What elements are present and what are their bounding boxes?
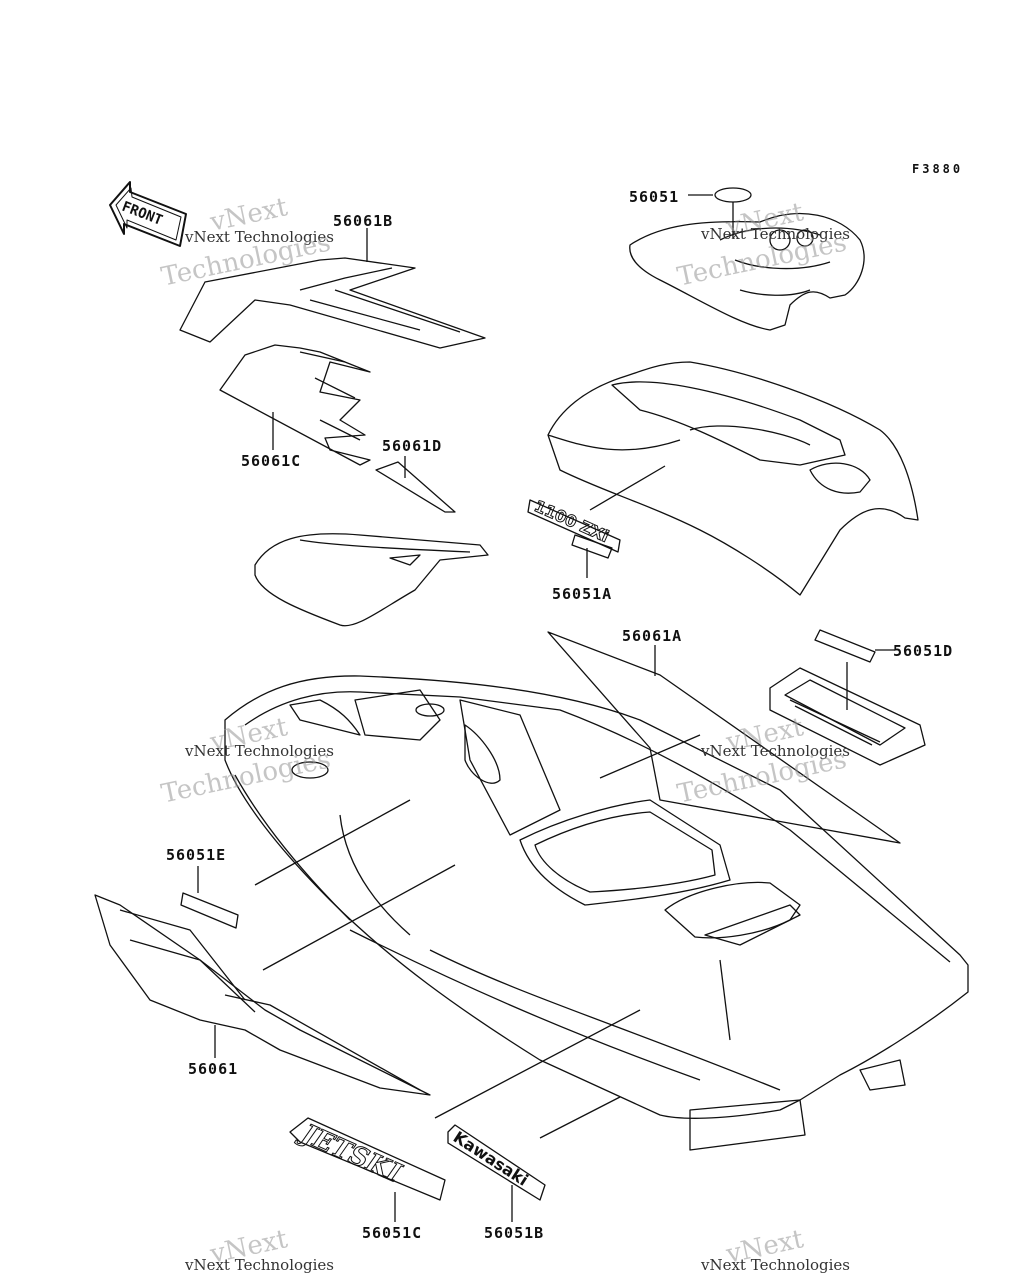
decal-56051b-kawasaki[interactable]: [447, 1124, 546, 1201]
kawasaki-lettering: Kawasaki: [450, 1127, 532, 1189]
leader-hood: [589, 465, 666, 511]
part-label-56051d[interactable]: 56051D: [893, 642, 954, 660]
figure-code: F3880: [912, 162, 964, 176]
watermark-bottom-left: vNext vNext Technologies: [185, 1224, 335, 1274]
part-label-56061b[interactable]: 56061B: [333, 212, 394, 230]
hull-deck-part: [224, 675, 969, 1151]
pole-cover-part: [254, 533, 489, 627]
decal-56061c-shape[interactable]: [219, 344, 371, 466]
decal-56061d-shape[interactable]: [375, 461, 456, 513]
decal-56051e-shape[interactable]: [180, 892, 239, 929]
part-label-56061c[interactable]: 56061C: [241, 452, 302, 470]
part-label-56051c[interactable]: 56051C: [362, 1224, 423, 1242]
decal-56051a-model[interactable]: [527, 499, 621, 559]
grille-part: [769, 667, 926, 766]
watermark-mid-right: vNext vNext Technologies Technologies: [674, 712, 851, 810]
part-label-56051e[interactable]: 56051E: [166, 846, 227, 864]
part-label-56061d[interactable]: 56061D: [382, 437, 443, 455]
front-arrow-icon: [109, 181, 187, 247]
decal-56061a-shape[interactable]: [547, 631, 901, 844]
watermark-top-left: vNext vNext Technologies Technologies: [158, 192, 335, 293]
decal-56051-emblem[interactable]: [714, 187, 752, 203]
part-label-56051[interactable]: 56051: [629, 188, 680, 206]
leader-hull-d: [539, 1096, 621, 1139]
leader-hull-a: [254, 799, 411, 886]
part-label-56061a[interactable]: 56061A: [622, 627, 683, 645]
leader-hull-c: [434, 1009, 641, 1119]
jetski-lettering: JETSKI: [293, 1117, 406, 1189]
part-label-56051b[interactable]: 56051B: [484, 1224, 545, 1242]
watermark-top-right: vNext vNext Technologies Technologies: [674, 197, 851, 293]
part-label-56061[interactable]: 56061: [188, 1060, 239, 1078]
part-label-56051a[interactable]: 56051A: [552, 585, 613, 603]
handlebar-cover-part: [629, 212, 865, 331]
leader-hull-b: [262, 864, 456, 971]
hood-part: [547, 361, 919, 596]
decal-56051d-shape[interactable]: [814, 629, 876, 663]
watermark-mid-left: vNext vNext Technologies Technologies: [158, 712, 335, 810]
decal-56061b-shape[interactable]: [179, 257, 486, 349]
decal-56061-shape[interactable]: [94, 894, 431, 1096]
watermark-bottom-right: vNext vNext Technologies: [701, 1224, 851, 1274]
decal-56051c-jetski[interactable]: [289, 1117, 446, 1201]
